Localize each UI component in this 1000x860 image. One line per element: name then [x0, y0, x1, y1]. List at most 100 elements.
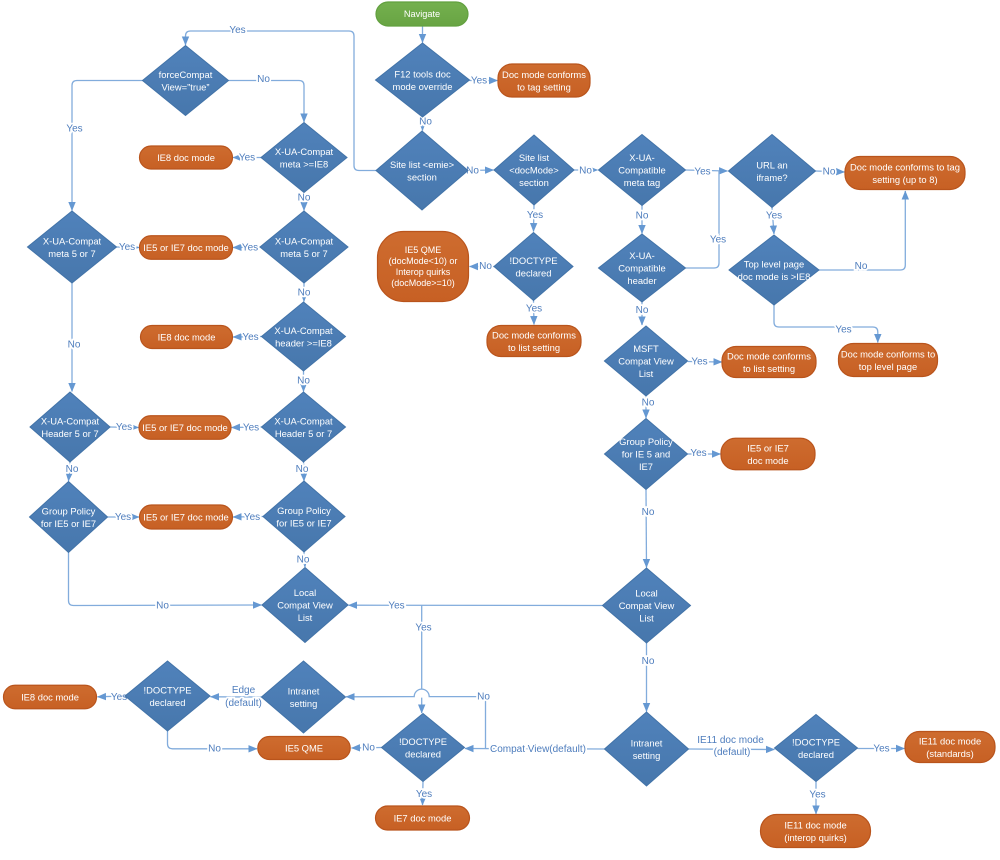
svg-text:mode override: mode override: [393, 81, 453, 92]
svg-text:List: List: [639, 613, 654, 624]
svg-text:Compat View: Compat View: [277, 600, 333, 611]
svg-text:Yes: Yes: [239, 153, 255, 164]
svg-text:IE5 QME: IE5 QME: [405, 245, 442, 255]
svg-text:X-UA-Compat: X-UA-Compat: [274, 325, 333, 336]
svg-text:!DOCTYPE: !DOCTYPE: [144, 684, 192, 695]
svg-text:List: List: [639, 368, 654, 379]
svg-text:No: No: [66, 464, 79, 475]
svg-text:IE5 or IE7: IE5 or IE7: [747, 442, 789, 453]
svg-text:No: No: [68, 340, 81, 351]
svg-text:Yes: Yes: [415, 623, 431, 634]
svg-text:Intranet: Intranet: [288, 685, 320, 696]
svg-text:Yes: Yes: [526, 304, 542, 315]
svg-text:IE5 or IE7 doc mode: IE5 or IE7 doc mode: [142, 422, 227, 433]
svg-text:Doc mode conforms: Doc mode conforms: [727, 350, 811, 361]
svg-text:No: No: [362, 743, 375, 754]
svg-text:Yes: Yes: [229, 25, 245, 36]
svg-text:X-UA-Compat: X-UA-Compat: [275, 146, 334, 157]
svg-text:for IE5 or IE7: for IE5 or IE7: [276, 517, 331, 528]
svg-text:Compat View(default): Compat View(default): [490, 744, 586, 755]
svg-text:No: No: [419, 117, 432, 128]
svg-text:Intranet: Intranet: [631, 737, 663, 748]
svg-text:for IE5 or IE7: for IE5 or IE7: [41, 518, 96, 529]
svg-text:header: header: [627, 275, 656, 286]
svg-text:Yes: Yes: [694, 167, 710, 178]
svg-text:No: No: [298, 288, 311, 299]
svg-text:(docMode>=10): (docMode>=10): [391, 278, 455, 288]
svg-text:Interop quirks: Interop quirks: [396, 267, 451, 277]
svg-text:Yes: Yes: [116, 422, 132, 433]
svg-text:X-UA-Compat: X-UA-Compat: [41, 415, 100, 426]
svg-text:Yes: Yes: [690, 448, 706, 459]
svg-text:X-UA-Compat: X-UA-Compat: [275, 235, 334, 246]
svg-text:!DOCTYPE: !DOCTYPE: [510, 255, 558, 266]
svg-text:Yes: Yes: [527, 210, 543, 221]
svg-text:(default): (default): [225, 698, 262, 709]
svg-text:List: List: [298, 612, 313, 623]
svg-text:Site list <emie>: Site list <emie>: [390, 159, 455, 170]
svg-text:No: No: [823, 167, 836, 178]
svg-text:No: No: [579, 166, 592, 177]
svg-text:Group Policy: Group Policy: [277, 505, 331, 516]
svg-text:<docMode>: <docMode>: [509, 165, 559, 176]
svg-text:Yes: Yes: [242, 243, 258, 254]
svg-text:section: section: [407, 171, 437, 182]
svg-text:Top level page: Top level page: [744, 258, 804, 269]
svg-text:Doc mode conforms to: Doc mode conforms to: [841, 348, 935, 359]
svg-text:IE8 doc mode: IE8 doc mode: [21, 692, 79, 703]
svg-text:Yes: Yes: [471, 76, 487, 87]
svg-text:Yes: Yes: [416, 789, 432, 800]
svg-text:Doc mode conforms to tag: Doc mode conforms to tag: [850, 161, 960, 172]
svg-text:X-UA-Compat: X-UA-Compat: [274, 415, 333, 426]
svg-text:Edge: Edge: [232, 685, 256, 696]
svg-text:No: No: [156, 601, 169, 612]
svg-text:No: No: [466, 166, 479, 177]
svg-text:IE11 doc mode: IE11 doc mode: [919, 735, 981, 746]
svg-text:Compatible: Compatible: [618, 165, 665, 176]
svg-text:meta 5 or 7: meta 5 or 7: [48, 248, 95, 259]
svg-text:No: No: [297, 376, 310, 387]
svg-text:IE5 QME: IE5 QME: [285, 743, 323, 754]
svg-text:top level page: top level page: [859, 361, 917, 372]
svg-text:IE8 doc mode: IE8 doc mode: [158, 332, 216, 343]
svg-text:Yes: Yes: [244, 512, 260, 523]
svg-text:Site list: Site list: [519, 152, 550, 163]
svg-text:Compat View: Compat View: [618, 356, 674, 367]
svg-text:Local: Local: [294, 587, 316, 598]
svg-text:Yes: Yes: [115, 512, 131, 523]
svg-text:(docMode<10) or: (docMode<10) or: [389, 256, 458, 266]
svg-text:Yes: Yes: [119, 242, 135, 253]
svg-text:No: No: [297, 555, 310, 566]
svg-text:IE5 or IE7 doc mode: IE5 or IE7 doc mode: [143, 242, 228, 253]
svg-text:Local: Local: [635, 588, 657, 599]
svg-text:declared: declared: [516, 267, 552, 278]
svg-text:Header 5 or 7: Header 5 or 7: [41, 428, 98, 439]
svg-text:!DOCTYPE: !DOCTYPE: [399, 736, 447, 747]
svg-text:IE7: IE7: [639, 461, 653, 472]
svg-text:section: section: [519, 177, 549, 188]
svg-text:to list setting: to list setting: [743, 363, 795, 374]
svg-text:No: No: [636, 305, 649, 316]
svg-text:Group Policy: Group Policy: [619, 436, 673, 447]
svg-text:Yes: Yes: [243, 423, 259, 434]
svg-text:IE11 doc mode: IE11 doc mode: [697, 735, 764, 746]
svg-text:setting: setting: [633, 750, 661, 761]
svg-text:Header 5 or 7: Header 5 or 7: [275, 428, 332, 439]
svg-text:View=”true”: View=”true”: [161, 81, 209, 92]
svg-text:(default): (default): [714, 747, 751, 758]
svg-text:meta >=IE8: meta >=IE8: [280, 158, 328, 169]
svg-text:Yes: Yes: [835, 325, 851, 336]
svg-text:meta tag: meta tag: [624, 177, 660, 188]
svg-text:MSFT: MSFT: [633, 343, 659, 354]
svg-text:Yes: Yes: [66, 124, 82, 135]
svg-text:No: No: [642, 656, 655, 667]
svg-text:Yes: Yes: [766, 211, 782, 222]
svg-text:declared: declared: [150, 697, 186, 708]
svg-text:No: No: [479, 261, 492, 272]
svg-text:for IE 5 and: for IE 5 and: [622, 449, 670, 460]
svg-text:Compatible: Compatible: [618, 263, 665, 274]
svg-text:Group Policy: Group Policy: [42, 505, 96, 516]
svg-text:X-UA-Compat: X-UA-Compat: [43, 235, 102, 246]
svg-text:Yes: Yes: [710, 235, 726, 246]
svg-text:declared: declared: [798, 749, 834, 760]
